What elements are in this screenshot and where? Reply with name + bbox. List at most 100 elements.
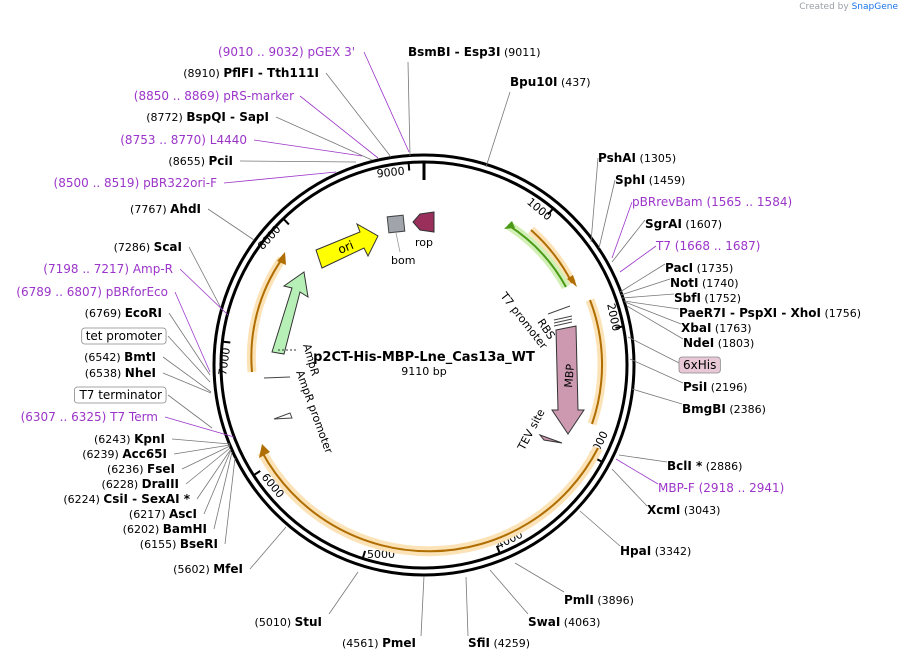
- site-name: BspQI: [186, 110, 226, 124]
- site-position: (2386): [726, 403, 766, 416]
- site-position: (8655): [168, 155, 208, 168]
- label-pmei: (4561) PmeI: [342, 636, 416, 650]
- feature-arcs: [246, 221, 607, 557]
- label-bcli: BclI * (2886): [667, 459, 742, 473]
- leader-line: [420, 575, 425, 637]
- arc-head-4: [277, 252, 286, 265]
- leader-line: [619, 263, 666, 293]
- site-name: pBRrevBam: [632, 195, 703, 209]
- site-name: BclI *: [667, 459, 703, 473]
- label-sfii: SfiI (4259): [468, 636, 530, 650]
- site-position: (9011): [501, 46, 541, 59]
- site-name: FseI: [147, 462, 175, 476]
- leader-line: [299, 95, 379, 159]
- leader-line: [185, 447, 231, 485]
- site-name: XbaI: [681, 321, 711, 335]
- site-name: PciI: [209, 154, 234, 168]
- site-position: (4063): [560, 616, 600, 629]
- site-position: (4561): [342, 637, 382, 650]
- site-name: Amp-R: [133, 262, 173, 276]
- arc-line-4: [250, 258, 283, 373]
- site-position: (6236): [107, 463, 147, 476]
- label-bmgbi: BmgBI (2386): [682, 402, 766, 416]
- leader-line: [325, 72, 392, 158]
- label-t7term: (6307 .. 6325) T7 Term: [21, 410, 158, 424]
- label-fsei: (6236) FseI: [107, 462, 175, 476]
- site-name: NheI: [125, 366, 156, 380]
- label-box-his6: [678, 356, 721, 374]
- site-position: (3342): [651, 545, 691, 558]
- label-t7term_box: T7 terminator: [78, 388, 162, 402]
- label-bsmbi: BsmBI - Esp3I (9011): [408, 45, 541, 59]
- leader-line: [590, 157, 599, 243]
- tev-site-mark: [538, 433, 563, 444]
- label-box-t7term_box: [74, 386, 167, 404]
- leader-line: [579, 510, 621, 547]
- leader-line: [626, 305, 684, 340]
- site-position: (6228): [102, 478, 142, 491]
- snapgene-credit: Created by SnapGene: [799, 2, 898, 12]
- rop-label: rop: [415, 236, 433, 249]
- site-name: T7: [655, 239, 671, 253]
- site-position: (1668 .. 1687): [671, 239, 761, 253]
- arc-line-3: [261, 447, 599, 553]
- leader-line: [618, 454, 668, 463]
- site-position: (437): [557, 76, 590, 89]
- site-name: PshAI: [598, 151, 636, 165]
- backbone-outer: [212, 153, 636, 577]
- site-position: (1752): [701, 292, 741, 305]
- tick-mark: [253, 470, 261, 477]
- site-name: SgrAI: [645, 217, 682, 231]
- site-name: XcmI: [647, 503, 680, 517]
- label-bspqi: (8772) BspQI - SapI: [146, 110, 269, 124]
- t7-promoter-mark: [547, 305, 571, 315]
- label-swai: SwaI (4063): [528, 615, 600, 629]
- ori-label: ori: [336, 238, 356, 257]
- tick-mark: [495, 545, 501, 554]
- leader-line: [611, 201, 633, 259]
- label-asci: (6217) AscI: [129, 507, 197, 521]
- site-name: PmlI: [564, 593, 594, 607]
- site-position: (6542): [84, 351, 124, 364]
- label-pbrforeco: (6789 .. 6807) pBRforEco: [16, 285, 168, 299]
- site-position: (2196): [707, 381, 747, 394]
- tet-promoter-mark: [263, 376, 291, 379]
- site-name: DraIII: [142, 477, 179, 491]
- site-name: ScaI: [154, 240, 182, 254]
- plasmid-size: 9110 bp: [401, 365, 446, 378]
- site-name: StuI: [295, 615, 322, 629]
- leader-line: [611, 219, 646, 263]
- label-mfei: (5602) MfeI: [173, 562, 243, 576]
- rop-arrow: [412, 211, 435, 233]
- label-xcmi: XcmI (3043): [647, 503, 720, 517]
- site-name: BmtI: [124, 350, 156, 364]
- site-name: SwaI: [528, 615, 560, 629]
- site-position: (6243): [94, 433, 134, 446]
- tick-mark: [222, 340, 231, 344]
- leader-line: [275, 116, 373, 161]
- bom-label: bom: [391, 254, 415, 267]
- site-name: HpaI: [620, 544, 651, 558]
- label-paci: PacI (1735): [665, 261, 733, 275]
- site-name: T7 Term: [109, 410, 158, 424]
- label-pmli: PmlI (3896): [564, 593, 634, 607]
- site-position: (6217): [129, 508, 169, 521]
- label-csii: (6224) CsiI - SexAI *: [63, 492, 190, 506]
- tick-mark: [615, 325, 624, 329]
- tick-label: 7000: [216, 347, 233, 377]
- tick-mark: [407, 162, 411, 171]
- site-labels: (9010 .. 9032) pGEX 3' BsmBI - Esp3I (901…: [16, 45, 861, 650]
- site-name: MBP-F: [658, 481, 695, 495]
- label-sgrai: SgrAI (1607): [645, 217, 722, 231]
- leader-line: [253, 139, 363, 157]
- label-l4440: (8753 .. 8770) L4440: [120, 133, 247, 147]
- label-tetprom: tet promoter: [86, 329, 162, 343]
- leader-line: [167, 335, 211, 383]
- site-position: (8772): [146, 111, 186, 124]
- leader-line: [407, 61, 411, 157]
- label-xbai: XbaI (1763): [681, 321, 751, 335]
- site-name: BseRI: [180, 537, 218, 551]
- ampr-promoter-arrow: [273, 412, 293, 420]
- ori-arrow: [315, 222, 379, 269]
- label-pgex3: (9010 .. 9032) pGEX 3': [218, 45, 355, 59]
